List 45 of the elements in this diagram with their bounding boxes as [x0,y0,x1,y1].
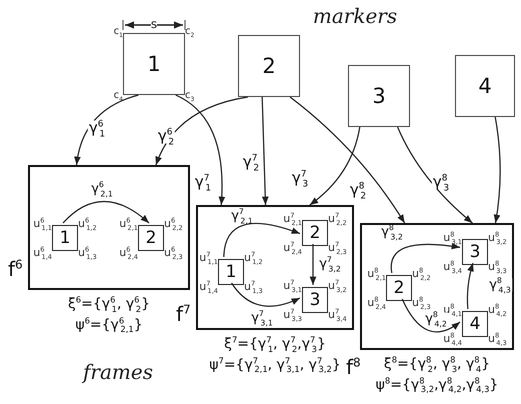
set-formula: ξ$^{8}$={γ$^{8}$$_{2}$, γ$^{8}$$_{3}$, γ$^{8}$$_{4}$} [384,356,490,374]
arrow [310,244,316,285]
arrow [62,200,150,224]
frame-label: f$^{7}$ [176,304,191,324]
marker-number: 3 [310,292,320,308]
marker-number: 1 [226,264,236,280]
marker-number: 3 [372,86,386,106]
frame-label: f$^{6}$ [8,259,23,279]
set-formula: ψ$^{6}$={γ$^{6}$$_{2,1}$} [75,316,143,334]
marker-box [455,55,515,117]
marker-number: 2 [262,56,276,76]
arrow [175,94,226,206]
arrow [494,116,501,224]
marker-number: 1 [60,230,70,246]
marker-number: 2 [310,224,320,242]
marker-box [238,35,300,97]
arrow [262,96,269,206]
marker-number: 4 [470,316,480,332]
arrow [402,298,460,332]
arrow [466,262,474,310]
marker-number: 1 [147,54,161,74]
corner-label: c$_{2}$ [185,27,194,37]
arrow [290,96,406,224]
section-title: markers [312,6,398,26]
marker-number: 3 [470,244,480,260]
arrow [390,242,460,274]
corner-label: c$_{3}$ [185,91,194,101]
dimension-label: s [150,18,158,30]
set-formula: ψ$^{7}$={γ$^{7}$$_{2,1}$, γ$^{7}$$_{3,1}$, γ$^{7}$$_{3,2}$} [209,356,341,374]
arrow [155,96,248,166]
marker-number: 2 [394,280,404,296]
arrow [309,126,360,206]
marker-box [348,65,410,127]
arrow [74,94,139,166]
frame-label: f$^{8}$ [346,357,361,377]
arrow [231,282,300,307]
section-title: frames [83,362,153,382]
marker-number: 2 [146,230,156,246]
arrow [223,222,300,258]
set-formula: ξ$^{7}$={γ$^{7}$$_{1}$, γ$^{7}$$_{2}$,γ$^{7}$$_{3}$} [224,336,326,354]
set-formula: ξ$^{6}$={γ$^{6}$$_{1}$, γ$^{6}$$_{2}$} [68,296,150,314]
arrow [397,126,473,224]
corner-label: c$_{1}$ [114,27,123,37]
marker-number: 4 [478,76,492,96]
set-formula: ψ$^{8}$={γ$^{8}$$_{3,2}$,γ$^{8}$$_{4,2}$,γ$^{8}$$_{4,3}$} [376,376,498,394]
